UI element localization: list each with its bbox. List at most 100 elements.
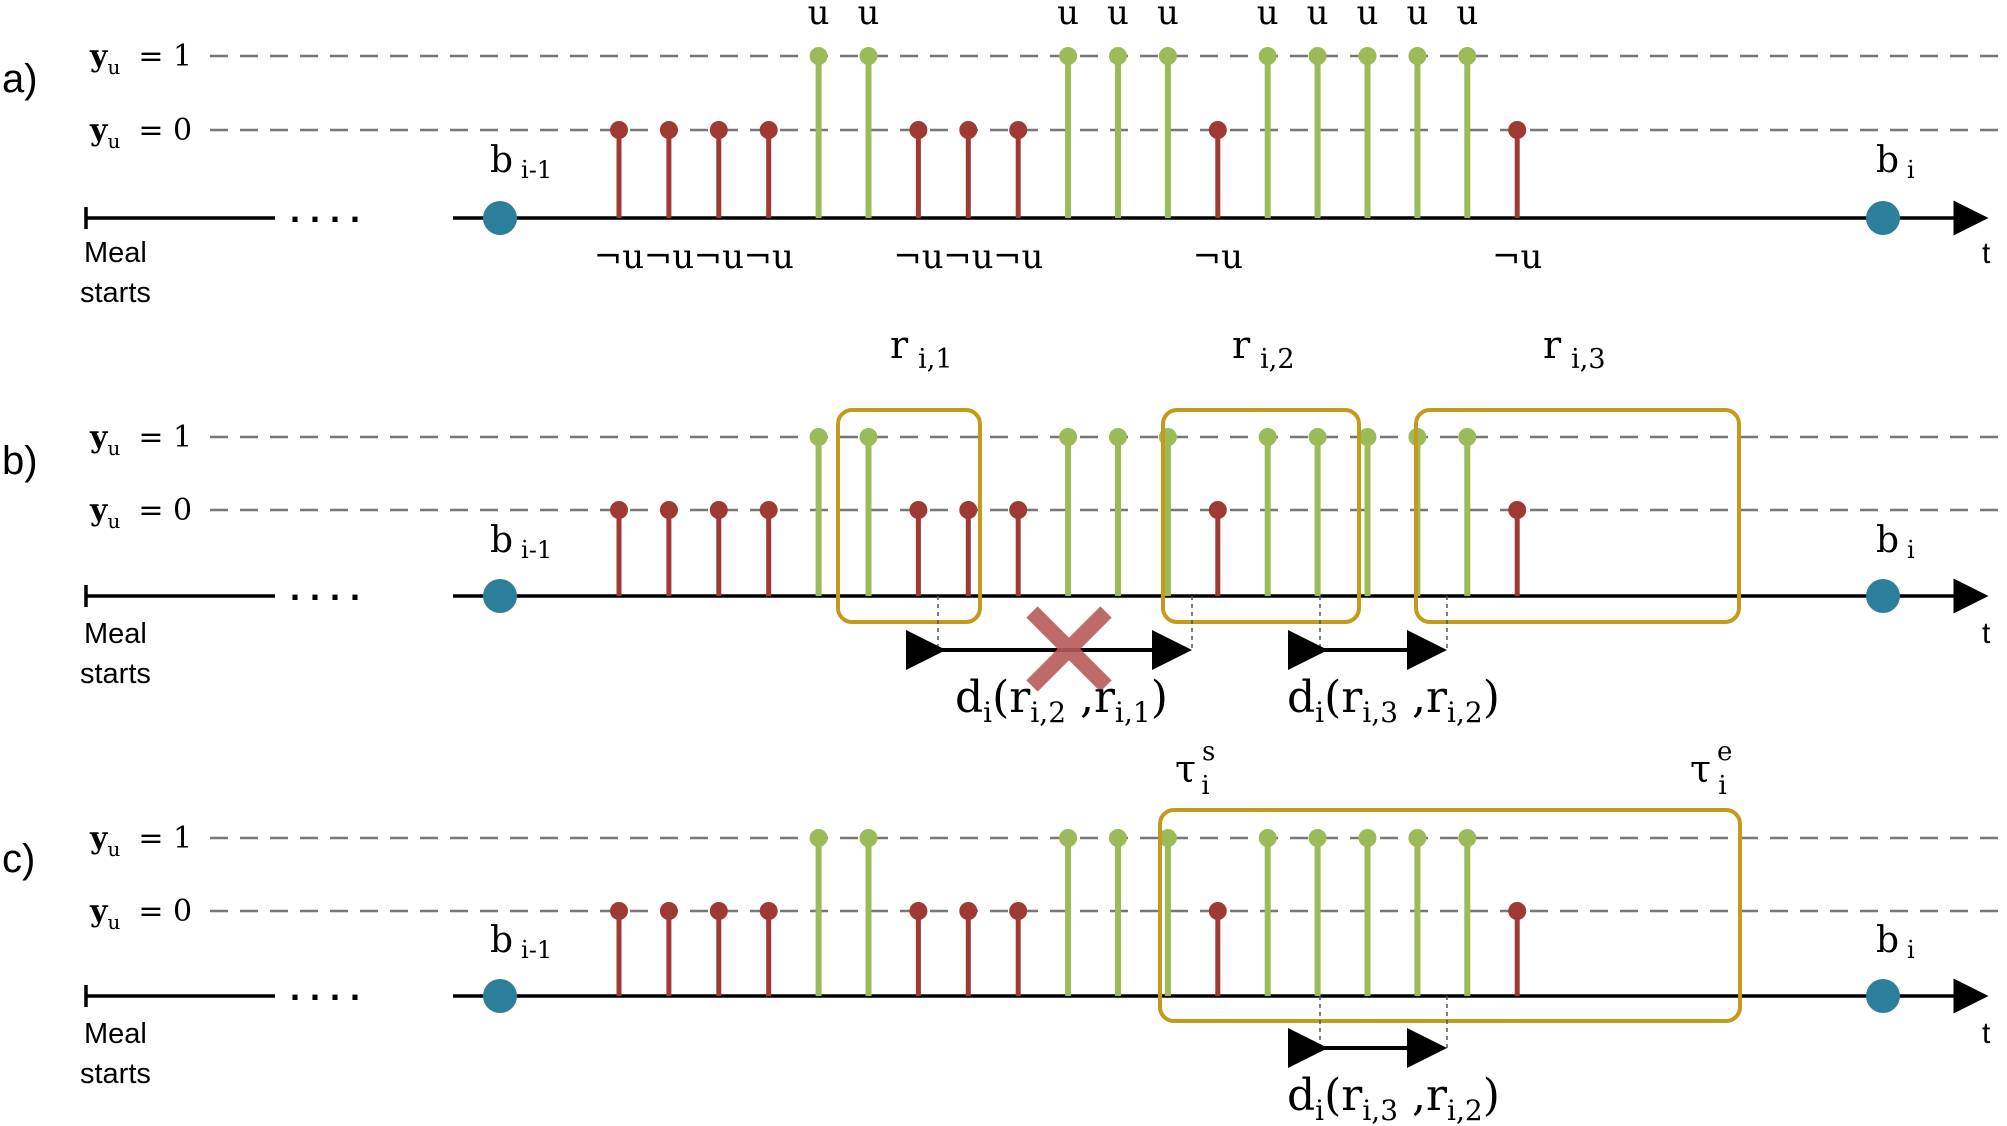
negative-sample-dot: [610, 501, 628, 519]
positive-sample-dot: [1358, 47, 1377, 65]
negative-sample-dot: [610, 121, 628, 139]
positive-sample-label: u: [1307, 0, 1329, 33]
y0-label: yu= 0: [89, 894, 192, 934]
negative-sample-dot: [1508, 501, 1527, 519]
negative-sample-label: ¬u: [694, 237, 744, 277]
negative-sample-label: ¬u: [644, 237, 694, 277]
panel-letter: c): [2, 837, 35, 881]
negative-sample-dot: [659, 121, 678, 139]
time-label: t: [1982, 617, 1991, 650]
panel-letter: b): [2, 439, 38, 483]
ellipsis: . . . .: [290, 189, 360, 230]
negative-sample-dot: [959, 902, 978, 920]
positive-sample-label: u: [1257, 0, 1279, 33]
ellipsis: . . . .: [290, 967, 360, 1008]
y1-label: yu= 1: [89, 821, 192, 861]
negative-sample-dot: [909, 121, 928, 139]
positive-sample-dot: [1358, 829, 1377, 847]
bite-prev-marker: [483, 201, 517, 235]
bite-prev-marker: [483, 979, 517, 1013]
positive-sample-dot: [1059, 428, 1078, 446]
negative-sample-dot: [659, 902, 678, 920]
negative-sample-label: ¬u: [594, 237, 644, 277]
negative-sample-dot: [1208, 902, 1227, 920]
negative-sample-label: ¬u: [1193, 237, 1243, 277]
positive-sample-dot: [1158, 47, 1177, 65]
negative-sample-dot: [1508, 902, 1527, 920]
positive-sample-label: u: [1357, 0, 1379, 33]
positive-sample-dot: [1408, 829, 1427, 847]
panel-letter: a): [2, 57, 38, 101]
y1-label: yu= 1: [89, 39, 192, 79]
negative-sample-dot: [1009, 501, 1028, 519]
positive-sample-dot: [809, 829, 828, 847]
meal-starts-label: Meal starts: [80, 1018, 155, 1090]
positive-sample-label: u: [808, 0, 830, 33]
positive-sample-label: u: [1057, 0, 1079, 33]
negative-sample-dot: [1009, 902, 1028, 920]
positive-sample-dot: [1308, 47, 1327, 65]
negative-sample-dot: [709, 121, 728, 139]
negative-sample-label: ¬u: [1492, 237, 1542, 277]
y0-label: yu= 0: [89, 113, 192, 153]
negative-sample-dot: [959, 501, 978, 519]
positive-sample-dot: [1158, 829, 1177, 847]
merged-region-box: [1158, 808, 1742, 1023]
negative-sample-dot: [659, 501, 678, 519]
positive-sample-label: u: [1456, 0, 1478, 33]
positive-sample-dot: [1258, 829, 1277, 847]
negative-sample-dot: [709, 902, 728, 920]
sample-stems: [610, 428, 1527, 596]
bite-curr-marker: [1866, 579, 1900, 613]
bite-curr-marker: [1866, 979, 1900, 1013]
positive-sample-dot: [1408, 47, 1427, 65]
positive-sample-label: u: [1157, 0, 1179, 33]
positive-sample-dot: [1308, 428, 1327, 446]
negative-sample-label: ¬u: [893, 237, 943, 277]
negative-sample-dot: [759, 501, 778, 519]
positive-sample-dot: [1109, 47, 1127, 65]
positive-sample-dot: [859, 829, 878, 847]
positive-sample-dot: [1109, 829, 1127, 847]
positive-sample-dot: [1109, 428, 1127, 446]
positive-sample-dot: [859, 47, 878, 65]
negative-sample-dot: [1009, 121, 1028, 139]
region-box-1: [836, 408, 982, 624]
bite-curr-marker: [1866, 201, 1900, 235]
negative-sample-label: ¬u: [744, 237, 794, 277]
rejected-cross-icon: [1026, 606, 1112, 692]
positive-sample-dot: [809, 47, 828, 65]
negative-sample-dot: [959, 121, 978, 139]
bite-prev-marker: [483, 579, 517, 613]
distance-label: di(ri,3 ,ri,2): [1287, 1070, 1500, 1126]
positive-sample-label: u: [1406, 0, 1428, 33]
positive-sample-dot: [1258, 428, 1277, 446]
positive-sample-label: u: [858, 0, 880, 33]
positive-sample-dot: [1458, 47, 1477, 65]
positive-sample-dot: [1458, 829, 1477, 847]
negative-sample-dot: [909, 501, 928, 519]
negative-sample-dot: [759, 902, 778, 920]
negative-sample-dot: [709, 501, 728, 519]
y1-label: yu= 1: [89, 420, 192, 460]
distance-label-rejected: di(ri,2 ,ri,1): [955, 672, 1168, 729]
distance-label-accepted: di(ri,3 ,ri,2): [1287, 672, 1500, 729]
y0-label: yu= 0: [89, 493, 192, 533]
time-label: t: [1982, 1017, 1991, 1050]
positive-sample-label: u: [1107, 0, 1129, 33]
negative-sample-dot: [759, 121, 778, 139]
region-box-3: [1414, 408, 1741, 624]
positive-sample-dot: [809, 428, 828, 446]
